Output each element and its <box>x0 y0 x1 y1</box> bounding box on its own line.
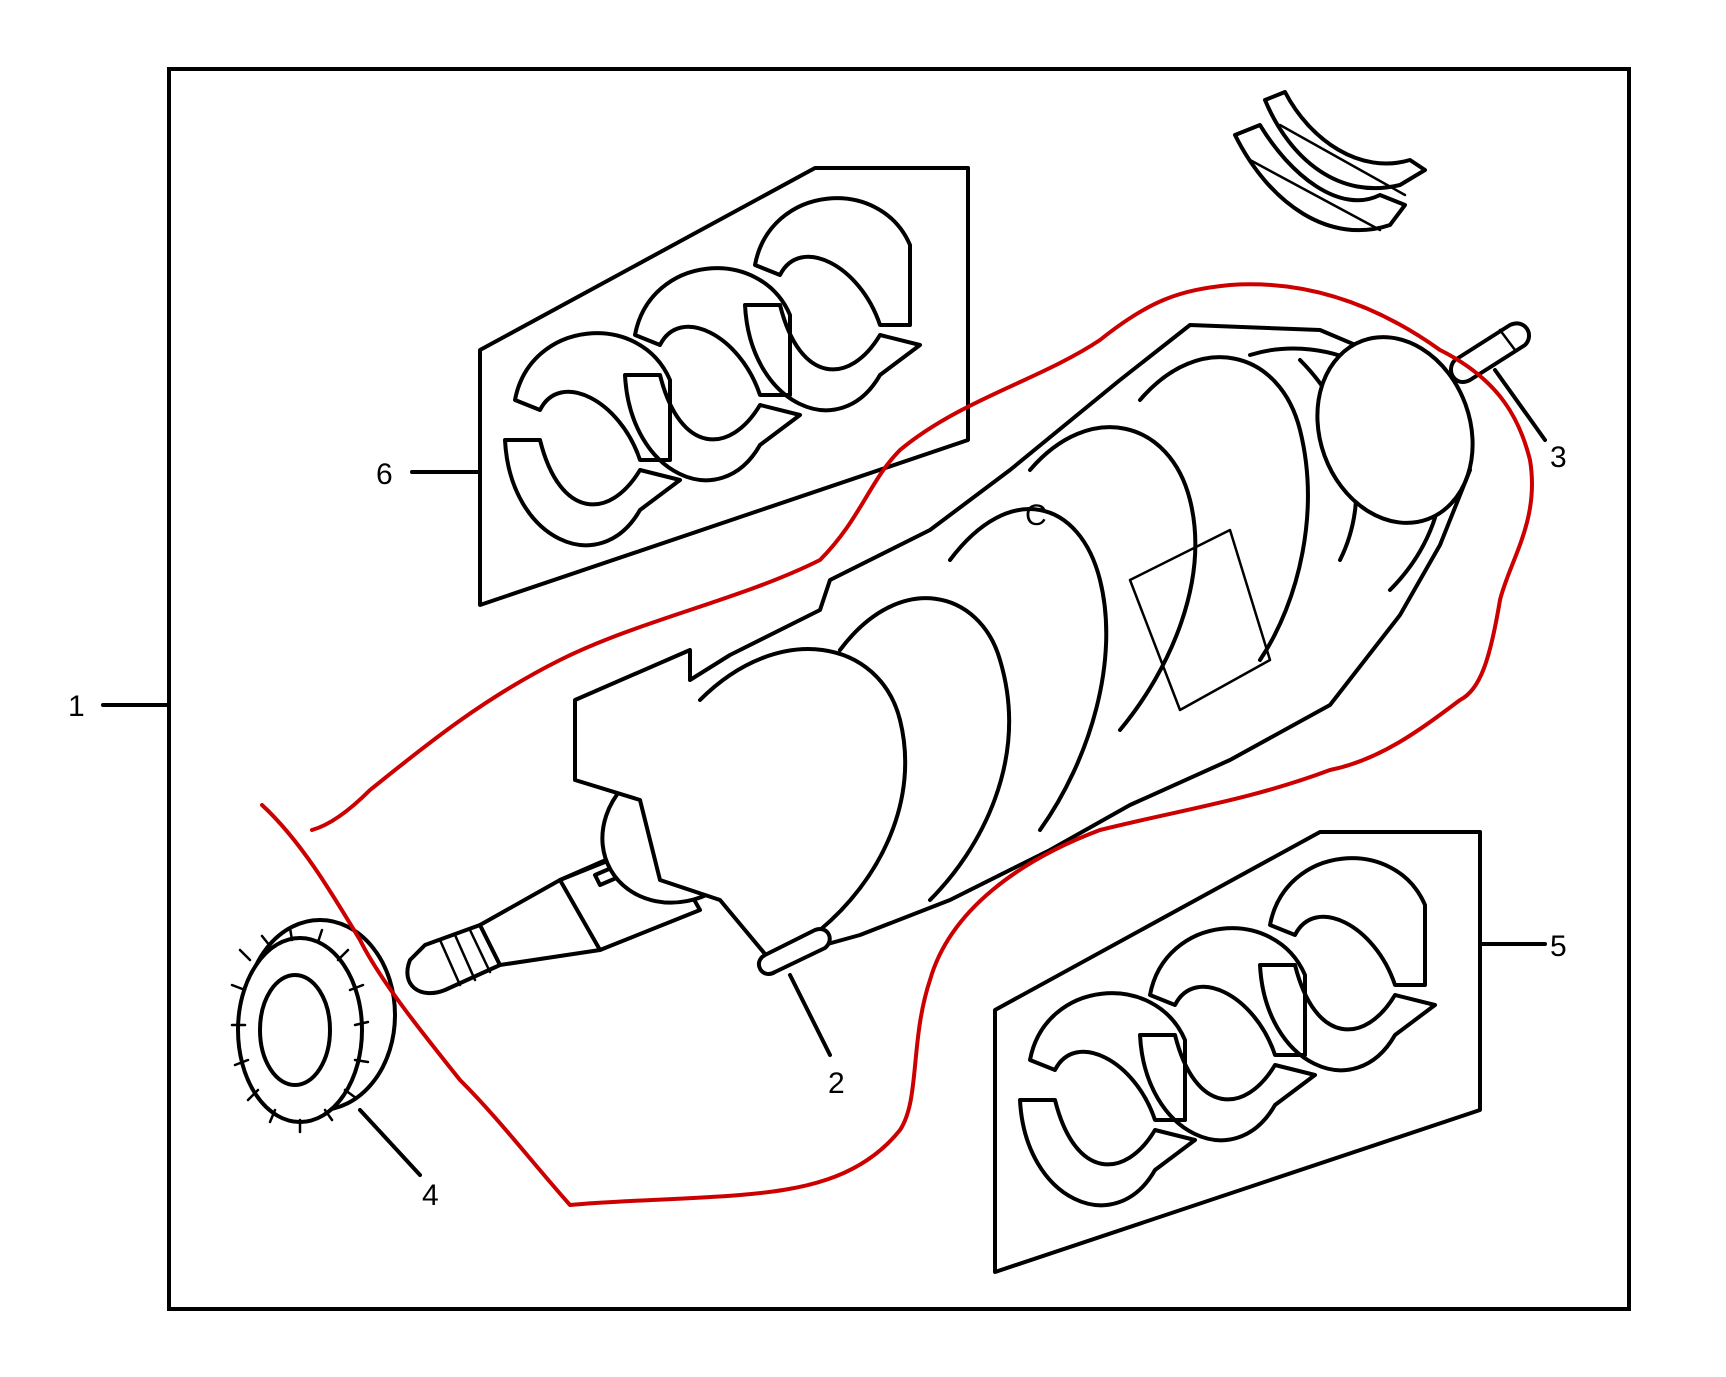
svg-text:5: 5 <box>1550 930 1567 963</box>
callout-6: 6 <box>376 458 482 491</box>
assembly-frame <box>167 67 1631 1311</box>
svg-text:6: 6 <box>376 458 393 491</box>
svg-text:2: 2 <box>828 1067 845 1100</box>
callout-5: 5 <box>1478 930 1567 963</box>
timing-gear-4: 4 <box>230 918 439 1212</box>
svg-text:3: 3 <box>1550 441 1567 474</box>
svg-text:1: 1 <box>68 690 85 723</box>
crankshaft: C <box>405 323 1475 996</box>
thrust-washers <box>1233 90 1427 233</box>
woodruff-key-2: 2 <box>757 927 845 1100</box>
callout-1: 1 <box>68 690 171 723</box>
main-bearing-set-6 <box>478 166 970 607</box>
main-bearing-set-5 <box>993 830 1482 1274</box>
svg-text:C: C <box>1025 499 1047 532</box>
svg-text:4: 4 <box>422 1179 439 1212</box>
highlight-outline <box>260 282 1534 1207</box>
